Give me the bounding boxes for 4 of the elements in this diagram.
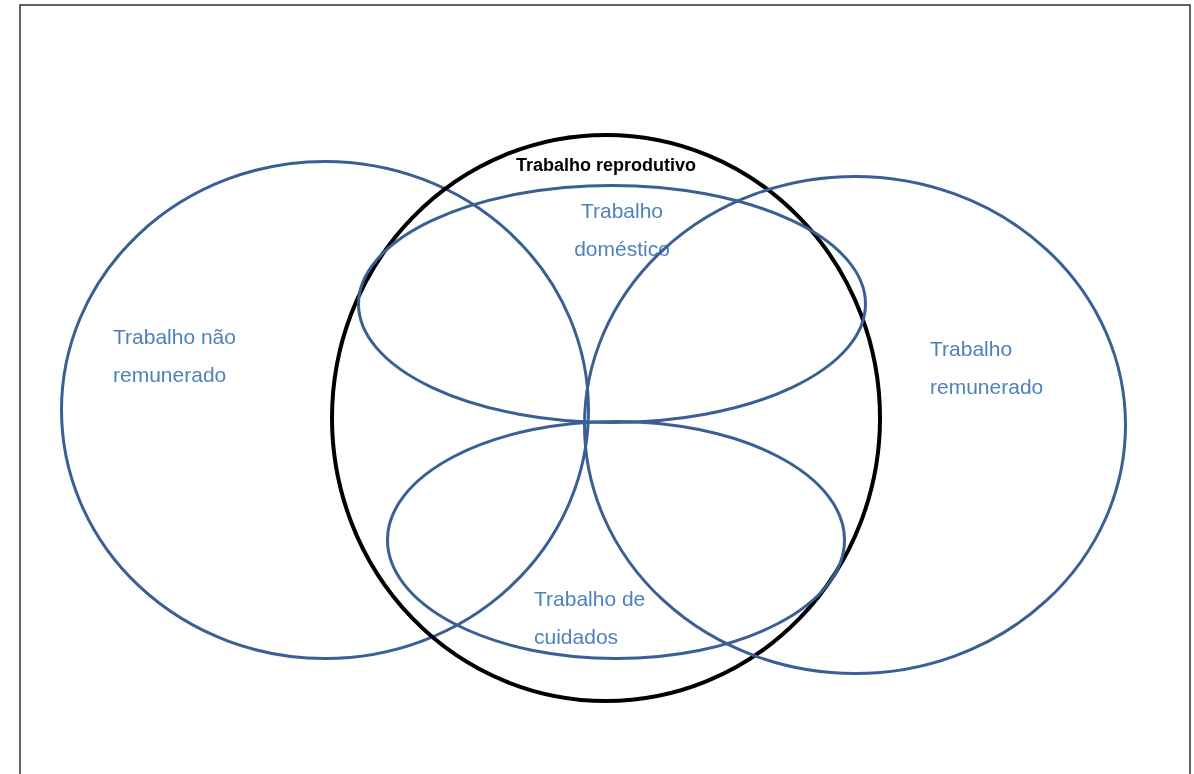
region-label: Trabalho remunerado [930, 336, 1045, 400]
title-label: Trabalho reprodutivo [515, 154, 697, 176]
region-label: Trabalho não remunerado [113, 324, 237, 388]
region-label: Trabalho de cuidados [534, 586, 647, 650]
